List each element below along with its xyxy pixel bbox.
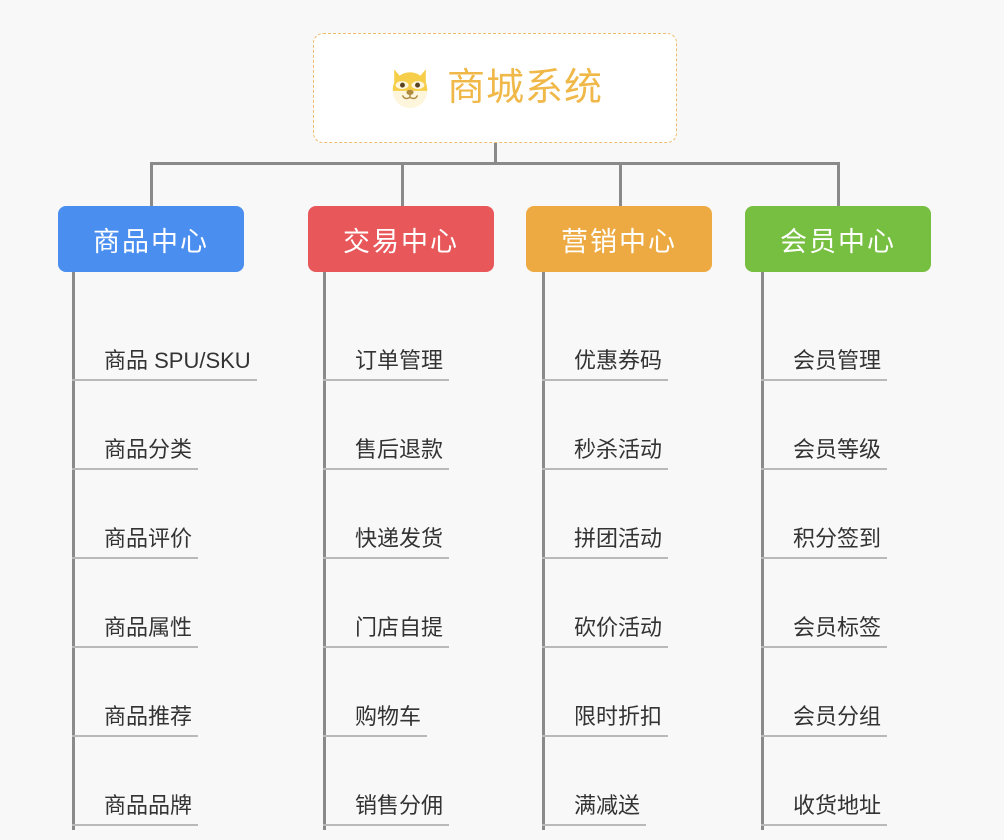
- list-item[interactable]: 会员管理: [761, 292, 888, 381]
- list-item[interactable]: 积分签到: [761, 470, 888, 559]
- root-node[interactable]: 商城系统: [313, 33, 677, 143]
- leaf-label: 会员管理: [761, 348, 888, 381]
- leaf-label: 商品推荐: [72, 704, 199, 737]
- leaf-label: 商品分类: [72, 437, 199, 470]
- connector-bus: [150, 162, 840, 165]
- leaf-label: 秒杀活动: [542, 437, 669, 470]
- list-item[interactable]: 会员标签: [761, 559, 888, 648]
- list-item[interactable]: 商品推荐: [72, 648, 199, 737]
- list-item[interactable]: 满减送: [542, 737, 647, 826]
- category-header-label: 会员中心: [780, 226, 896, 257]
- list-item[interactable]: 优惠券码: [542, 292, 669, 381]
- leaf-label: 积分签到: [761, 526, 888, 559]
- list-item[interactable]: 商品品牌: [72, 737, 199, 826]
- category-header-trade[interactable]: 交易中心: [308, 206, 494, 272]
- list-item[interactable]: 秒杀活动: [542, 381, 669, 470]
- connector-drop-2: [401, 162, 404, 208]
- connector-drop-3: [619, 162, 622, 208]
- leaf-label: 会员标签: [761, 615, 888, 648]
- list-item[interactable]: 购物车: [323, 648, 428, 737]
- connector-root-stem: [494, 143, 497, 164]
- leaf-label: 商品属性: [72, 615, 199, 648]
- leaf-label: 购物车: [323, 704, 428, 737]
- leaf-label: 销售分佣: [323, 793, 450, 826]
- root-title: 商城系统: [446, 67, 603, 109]
- list-item[interactable]: 商品评价: [72, 470, 199, 559]
- leaf-trunk-line: [72, 272, 75, 830]
- leaf-trunk-line: [323, 272, 326, 830]
- leaf-label: 商品评价: [72, 526, 199, 559]
- leaf-label: 会员分组: [761, 704, 888, 737]
- leaf-label: 商品 SPU/SKU: [72, 348, 257, 381]
- leaf-trunk-line: [542, 272, 545, 830]
- category-header-marketing[interactable]: 营销中心: [526, 206, 712, 272]
- leaf-label: 会员等级: [761, 437, 888, 470]
- list-item[interactable]: 会员分组: [761, 648, 888, 737]
- leaf-label: 满减送: [542, 793, 647, 826]
- list-item[interactable]: 快递发货: [323, 470, 450, 559]
- leaf-label: 门店自提: [323, 615, 450, 648]
- list-item[interactable]: 限时折扣: [542, 648, 669, 737]
- list-item[interactable]: 拼团活动: [542, 470, 669, 559]
- leaf-label: 限时折扣: [542, 704, 669, 737]
- list-item[interactable]: 砍价活动: [542, 559, 669, 648]
- category-header-product[interactable]: 商品中心: [58, 206, 244, 272]
- category-header-label: 营销中心: [561, 226, 677, 257]
- list-item[interactable]: 门店自提: [323, 559, 450, 648]
- shiba-dog-face-icon: [392, 69, 428, 109]
- connector-drop-4: [837, 162, 840, 208]
- list-item[interactable]: 商品分类: [72, 381, 199, 470]
- list-item[interactable]: 售后退款: [323, 381, 450, 470]
- list-item[interactable]: 会员等级: [761, 381, 888, 470]
- category-header-label: 交易中心: [343, 226, 459, 257]
- leaf-label: 订单管理: [323, 348, 450, 381]
- leaf-trunk-line: [761, 272, 764, 830]
- leaf-label: 售后退款: [323, 437, 450, 470]
- connector-drop-1: [150, 162, 153, 208]
- leaf-label: 优惠券码: [542, 348, 669, 381]
- list-item[interactable]: 商品属性: [72, 559, 199, 648]
- list-item[interactable]: 收货地址: [761, 737, 888, 826]
- leaf-label: 收货地址: [761, 793, 888, 826]
- leaf-label: 砍价活动: [542, 615, 669, 648]
- leaf-label: 快递发货: [323, 526, 450, 559]
- leaf-label: 商品品牌: [72, 793, 199, 826]
- leaf-label: 拼团活动: [542, 526, 669, 559]
- list-item[interactable]: 订单管理: [323, 292, 450, 381]
- category-header-label: 商品中心: [93, 226, 209, 257]
- category-header-member[interactable]: 会员中心: [745, 206, 931, 272]
- list-item[interactable]: 销售分佣: [323, 737, 450, 826]
- list-item[interactable]: 商品 SPU/SKU: [72, 292, 257, 381]
